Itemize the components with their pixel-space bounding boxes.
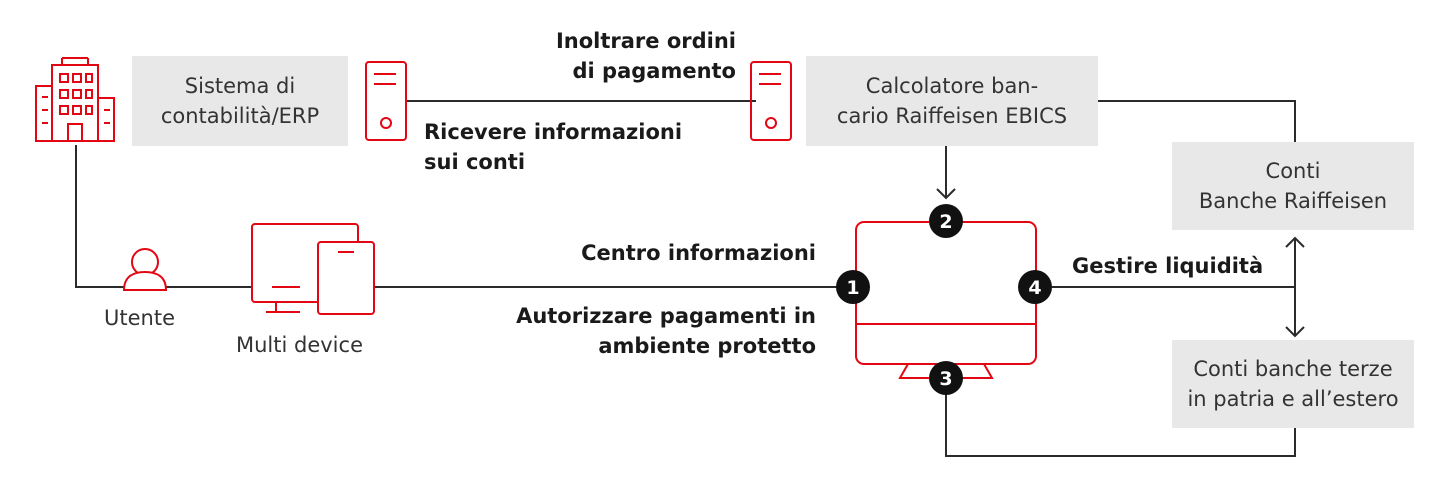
manage-liquidity-label: Gestire liquidità (1072, 254, 1264, 278)
monitor-to-third-party-line (945, 392, 1296, 457)
user-label: Utente (104, 306, 175, 330)
forward-orders-label: Inoltrare ordini di pagamento (520, 26, 736, 86)
arrow-down-icon (1285, 326, 1305, 338)
arrow-up-icon (1285, 236, 1305, 248)
connection-lines (75, 100, 1305, 457)
step-badge-2: 2 (929, 204, 963, 238)
server-icon (750, 61, 792, 141)
monitor-icon (855, 221, 1037, 379)
ebics-box-line1: Calcolatore ban- (865, 74, 1039, 98)
step-badge-4-label: 4 (1028, 277, 1041, 299)
step-badge-1-label: 1 (846, 277, 859, 299)
ebics-to-raiffeisen-line (1098, 100, 1296, 142)
ebics-box: Calcolatore ban- cario Raiffeisen EBICS (806, 56, 1098, 146)
erp-box-line1: Sistema di (184, 74, 296, 98)
step-badge-3-label: 3 (939, 368, 952, 390)
third-party-accounts-line2: in patria e all’estero (1187, 387, 1399, 411)
erp-box: Sistema di contabilità/ERP (132, 56, 348, 146)
forward-orders-line2: di pagamento (572, 59, 737, 83)
ebics-box-line2: cario Raiffeisen EBICS (836, 104, 1068, 128)
third-party-accounts-line1: Conti banche terze (1193, 357, 1393, 381)
receive-info-line1: Ricevere informazioni (424, 120, 683, 144)
forward-orders-line1: Inoltrare ordini (555, 29, 736, 53)
multi-device-label: Multi device (236, 333, 363, 357)
user-icon (122, 248, 168, 291)
arrow-down-icon (936, 188, 956, 200)
step-badge-2-label: 2 (939, 211, 952, 233)
step-badge-1: 1 (836, 270, 870, 304)
raiffeisen-accounts-box: Conti Banche Raiffeisen (1172, 142, 1414, 230)
third-party-accounts-box: Conti banche terze in patria e all’ester… (1172, 340, 1414, 428)
info-center-label: Centro informazioni (581, 241, 816, 265)
building-to-user-line (75, 145, 128, 288)
receive-info-label: Ricevere informazioni sui conti (424, 117, 682, 177)
building-icon (35, 57, 115, 142)
authorize-line1: Autorizzare pagamenti in (516, 304, 816, 328)
authorize-label: Autorizzare pagamenti in ambiente protet… (480, 301, 816, 361)
authorize-line2: ambiente protetto (598, 334, 816, 358)
receive-info-line2: sui conti (424, 150, 526, 174)
erp-box-line2: contabilità/ERP (160, 104, 320, 128)
raiffeisen-accounts-line1: Conti (1265, 159, 1321, 183)
step-badge-3: 3 (929, 361, 963, 395)
multi-device-icon (251, 223, 375, 315)
step-badge-4: 4 (1018, 270, 1052, 304)
raiffeisen-accounts-line2: Banche Raiffeisen (1198, 189, 1388, 213)
server-icon (365, 61, 407, 141)
